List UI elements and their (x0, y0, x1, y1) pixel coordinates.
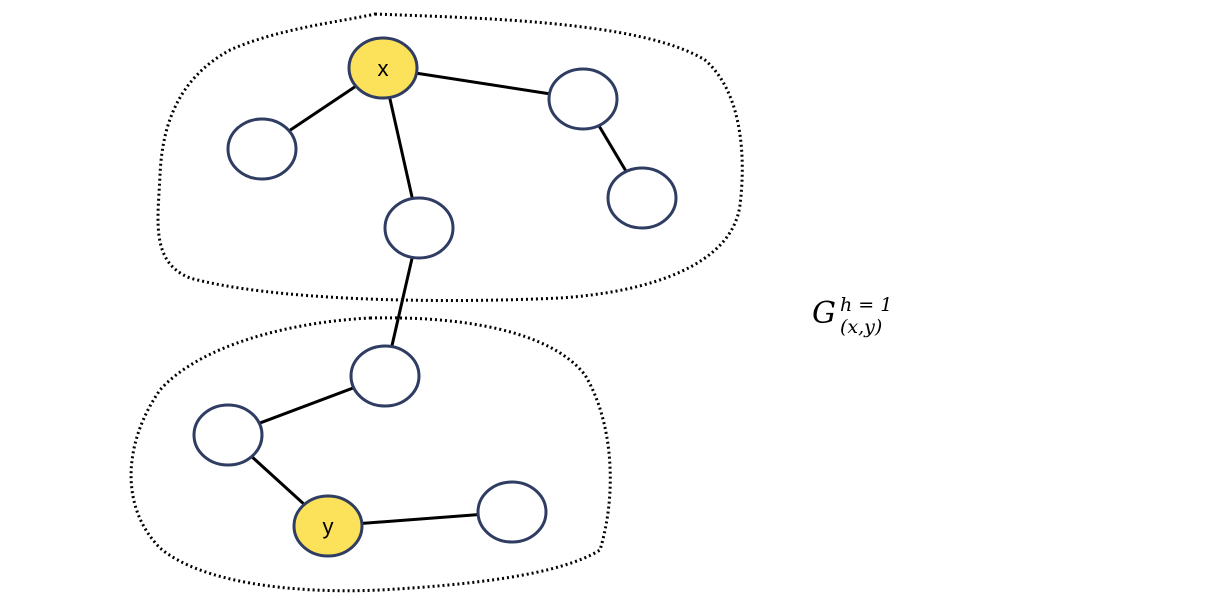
node-circle-n8 (476, 480, 548, 544)
formula-base: G (812, 296, 836, 331)
node-label-x: x (378, 56, 389, 81)
node-circle-n2 (547, 67, 619, 131)
node-label-y: y (323, 514, 334, 539)
node-circle-n6 (192, 403, 264, 467)
node-circle-y (292, 494, 364, 558)
node-circle-n4 (383, 196, 455, 260)
node-circle-n3 (606, 166, 678, 230)
node-circle-n5 (349, 344, 421, 408)
node-n2 (547, 67, 619, 131)
formula-superscript: h = 1 (840, 294, 893, 316)
node-circle-x (347, 36, 419, 100)
node-n1 (226, 117, 298, 181)
node-x: x (347, 36, 419, 100)
node-n8 (476, 480, 548, 544)
node-n5 (349, 344, 421, 408)
node-y: y (292, 494, 364, 558)
node-n6 (192, 403, 264, 467)
upper-region-boundary (156, 12, 744, 302)
formula-subscript: (x,y) (840, 316, 883, 338)
node-n3 (606, 166, 678, 230)
graph-formula: G h = 1 (x,y) (812, 294, 892, 338)
node-circle-n1 (226, 117, 298, 181)
node-n4 (383, 196, 455, 260)
